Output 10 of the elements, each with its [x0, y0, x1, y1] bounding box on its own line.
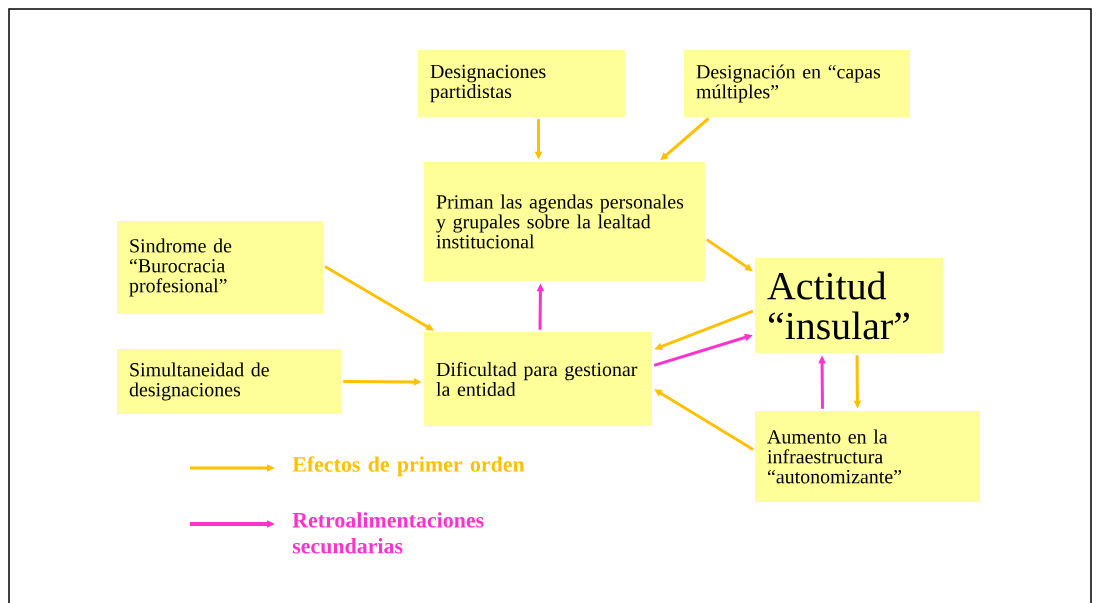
- text-box: Priman las agendas personales y grupales sobre la lealtad institucional: [424, 162, 705, 281]
- legend-label: Efectos de primer orden: [292, 456, 525, 477]
- legend-label: Retroalimentaciones secundarias: [292, 512, 484, 554]
- text-box: Dificultad para gestionar la entidad: [424, 332, 652, 426]
- text-box: Aumento en la infraestructura “autonomizante”: [755, 411, 980, 502]
- text-box: Actitud “insular”: [755, 258, 943, 353]
- text-box: Designaciones partidistas: [418, 50, 625, 117]
- text-box: Designación en “capas múltiples”: [684, 50, 910, 117]
- text-box: Sindrome de “Burocracia profesional”: [117, 221, 323, 314]
- text-box: Simultaneidad de designaciones: [117, 349, 341, 414]
